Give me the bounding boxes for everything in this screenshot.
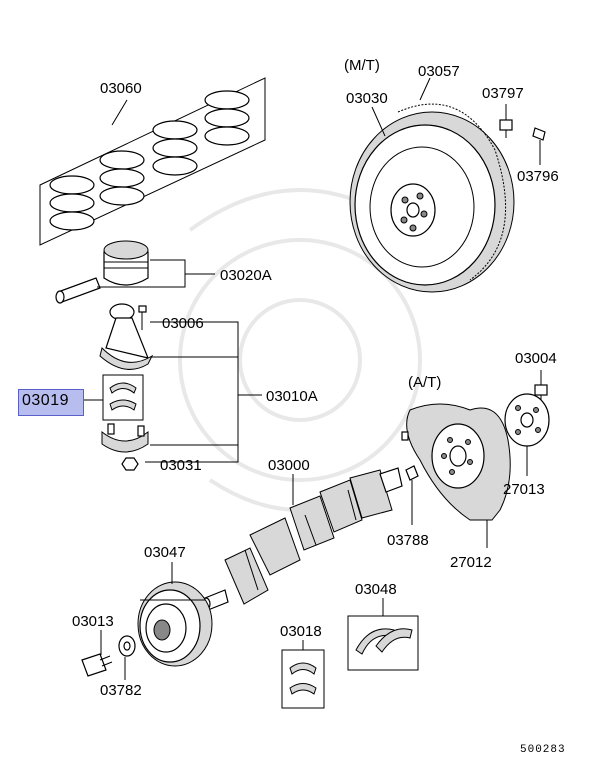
label-03013[interactable]: 03013 [72,613,114,630]
crankshaft[interactable] [201,467,403,611]
label-03010a[interactable]: 03010A [266,388,318,405]
label-03797[interactable]: 03797 [482,85,524,102]
highlight-box[interactable] [18,389,84,416]
pulley-bolt[interactable] [81,653,113,677]
at-label: (A/T) [408,374,441,391]
ring-set-4 [204,90,250,146]
label-27013[interactable]: 27013 [503,481,545,498]
label-03782[interactable]: 03782 [100,682,142,699]
label-03060[interactable]: 03060 [100,80,142,97]
label-03018[interactable]: 03018 [280,623,322,640]
piston[interactable] [55,240,149,304]
drive-plate-pin[interactable] [405,465,419,481]
piston-pin [55,277,101,304]
flywheel-bolt[interactable] [499,119,513,138]
label-03030[interactable]: 03030 [346,90,388,107]
ring-set-1 [49,175,95,231]
reference-number: 500283 [520,744,566,756]
rod-nut[interactable] [121,457,139,471]
label-03004[interactable]: 03004 [515,350,557,367]
crank-pulley[interactable] [137,581,213,667]
adapter-plate[interactable] [504,393,550,447]
ring-set-3 [152,120,198,176]
ring-gear[interactable] [397,103,507,281]
label-03019-highlighted[interactable]: 03019 [22,392,69,409]
mt-label: (M/T) [344,57,380,74]
pulley-washer[interactable] [118,635,136,657]
rod-bearing[interactable] [102,374,144,421]
piston-rings-group[interactable] [39,77,266,246]
dowel-pin[interactable] [532,127,546,141]
label-03000[interactable]: 03000 [268,457,310,474]
label-03788[interactable]: 03788 [387,532,429,549]
ring-set-2 [99,150,145,206]
thrust-washer[interactable] [347,615,419,671]
label-03006[interactable]: 03006 [162,315,204,332]
label-03047[interactable]: 03047 [144,544,186,561]
rod-bolt [138,305,147,330]
connecting-rod[interactable] [99,303,154,370]
label-03048[interactable]: 03048 [355,581,397,598]
main-bearing[interactable] [281,649,325,709]
drive-plate[interactable] [401,403,511,521]
label-27012[interactable]: 27012 [450,554,492,571]
label-03057[interactable]: 03057 [418,63,460,80]
label-03020a[interactable]: 03020A [220,267,272,284]
rod-cap[interactable] [101,423,149,453]
label-03031[interactable]: 03031 [160,457,202,474]
label-03796[interactable]: 03796 [517,168,559,185]
flywheel[interactable] [349,111,515,293]
